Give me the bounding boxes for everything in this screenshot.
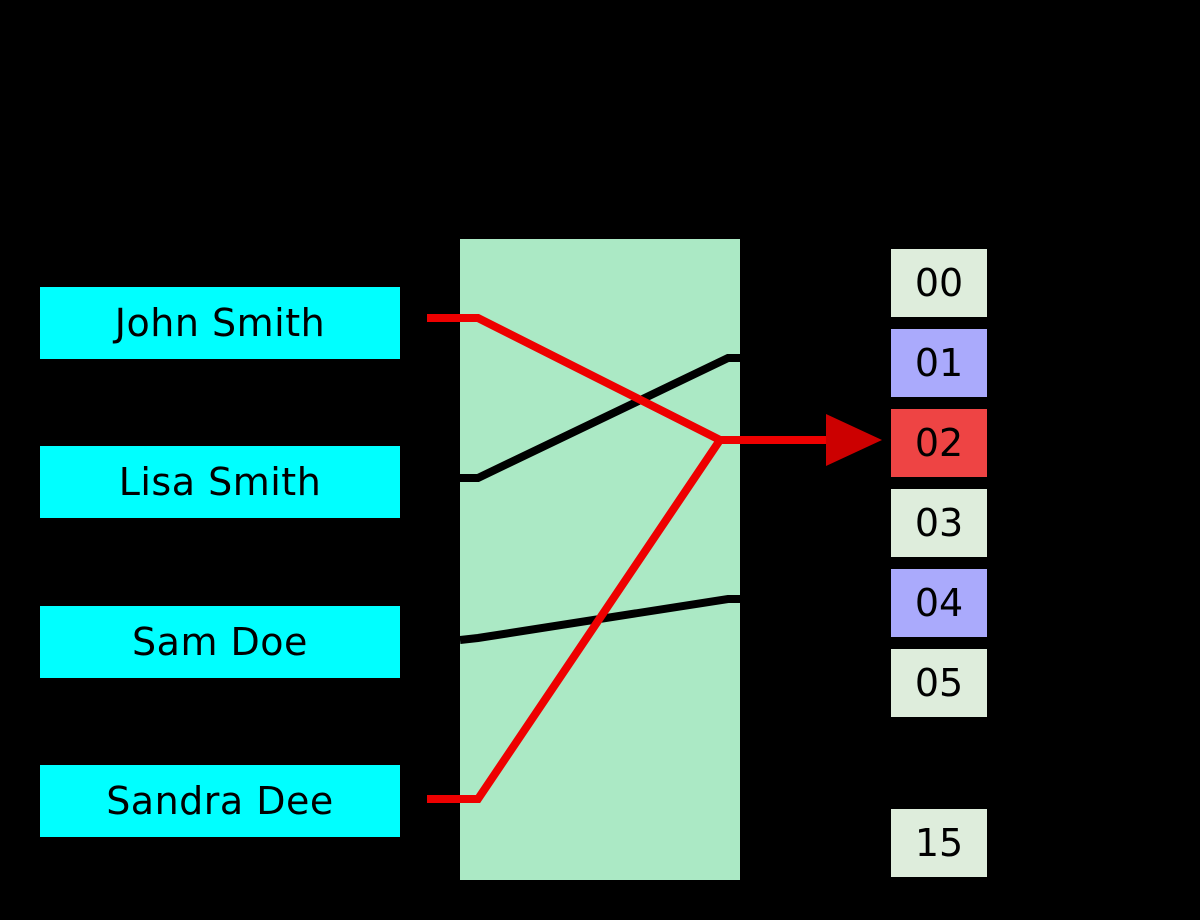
key-box-2[interactable]: Sam Doe <box>40 606 400 678</box>
key-box-0[interactable]: John Smith <box>40 287 400 359</box>
key-label: Sam Doe <box>132 620 308 664</box>
hash-function-panel <box>460 239 740 880</box>
bucket-index-label: 00 <box>914 261 964 305</box>
bucket-cell-01[interactable]: 01 <box>891 329 987 397</box>
bucket-cell-04[interactable]: 04 <box>891 569 987 637</box>
bucket-index-label: 15 <box>914 821 964 865</box>
bucket-index-label: 01 <box>914 341 964 385</box>
bucket-index-label: 03 <box>914 501 964 545</box>
key-label: Sandra Dee <box>106 779 334 823</box>
key-label: John Smith <box>114 301 326 345</box>
key-box-3[interactable]: Sandra Dee <box>40 765 400 837</box>
bucket-index-label: 05 <box>914 661 964 705</box>
bucket-cell-02[interactable]: 02 <box>891 409 987 477</box>
key-box-1[interactable]: Lisa Smith <box>40 446 400 518</box>
bucket-cell-03[interactable]: 03 <box>891 489 987 557</box>
bucket-index-label: 04 <box>914 581 964 625</box>
bucket-cell-05[interactable]: 05 <box>891 649 987 717</box>
key-label: Lisa Smith <box>118 460 322 504</box>
bucket-cell-15[interactable]: 15 <box>891 809 987 877</box>
collision-arrow-icon <box>826 414 882 466</box>
bucket-cell-00[interactable]: 00 <box>891 249 987 317</box>
bucket-index-label: 02 <box>914 421 964 465</box>
